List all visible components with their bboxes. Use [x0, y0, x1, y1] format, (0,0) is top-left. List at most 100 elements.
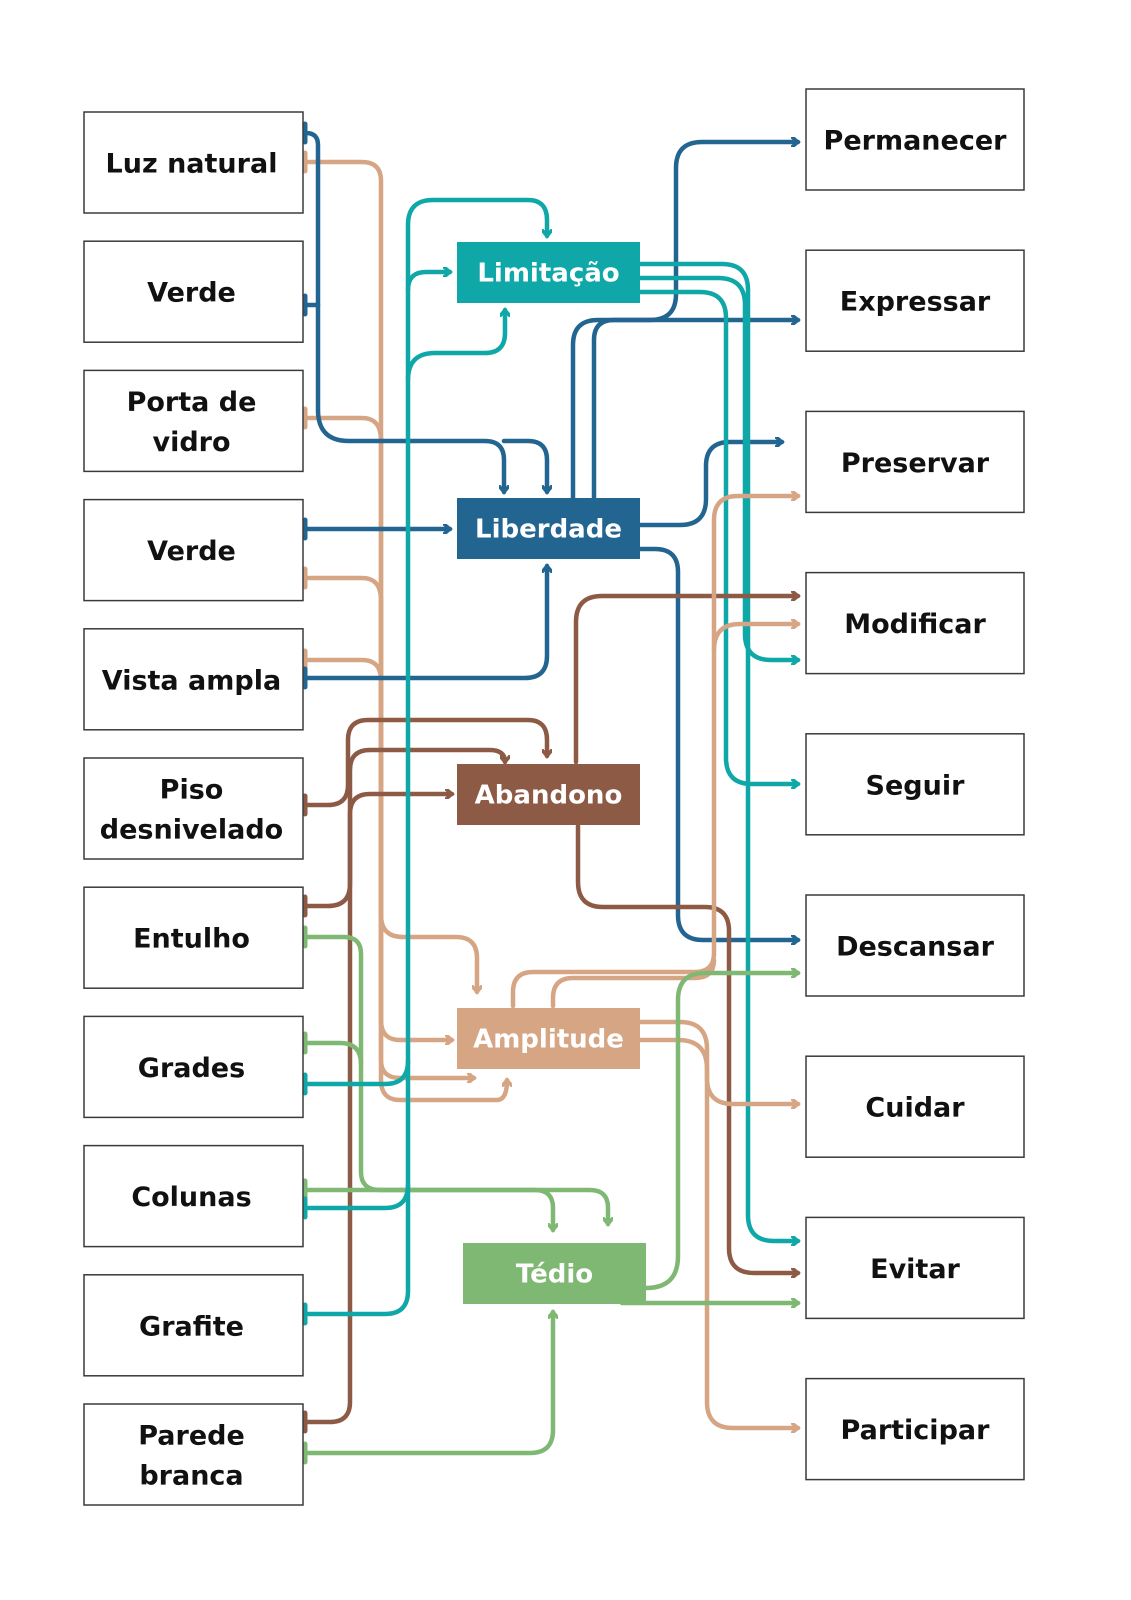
link-parede-branca-to-tedio — [303, 1312, 553, 1456]
source-node-luz-natural: Luz natural — [83, 111, 304, 214]
source-node-colunas: Colunas — [83, 1144, 304, 1248]
target-node-expressar: Expressar — [805, 249, 1025, 352]
source-node-verde-2: Verde — [83, 498, 304, 602]
target-label: Descansar — [836, 932, 995, 963]
source-node-vista-ampla: Vista ampla — [83, 628, 304, 731]
category-node-liberdade: Liberdade — [457, 498, 640, 559]
link-tedio-to-descansar — [643, 973, 798, 1291]
target-node-modificar: Modificar — [805, 571, 1025, 675]
target-box — [805, 894, 1025, 997]
target-node-seguir: Seguir — [805, 733, 1025, 836]
target-label: Preservar — [841, 448, 990, 479]
target-label: Cuidar — [865, 1093, 965, 1124]
source-label: branca — [139, 1461, 243, 1492]
target-box — [805, 249, 1025, 352]
target-node-evitar: Evitar — [805, 1216, 1025, 1320]
source-label: Colunas — [131, 1182, 251, 1213]
source-node-entulho: Entulho — [83, 886, 304, 989]
link-limitacao-to-modificar — [637, 275, 798, 660]
link-liberdade-to-descansar — [637, 546, 798, 940]
source-box — [83, 1274, 304, 1377]
category-label: Liberdade — [475, 515, 622, 545]
target-label: Expressar — [840, 287, 991, 318]
category-node-amplitude: Amplitude — [457, 1008, 640, 1069]
category-box — [457, 498, 640, 559]
target-box — [805, 733, 1025, 836]
link-liberdade-to-expressar — [591, 320, 798, 501]
target-box — [805, 410, 1025, 514]
source-label: Luz natural — [106, 149, 278, 180]
category-node-abandono: Abandono — [457, 764, 640, 825]
target-node-cuidar: Cuidar — [805, 1055, 1025, 1158]
target-label: Modificar — [844, 609, 986, 640]
link-amplitude-to-modificar — [550, 624, 798, 1009]
target-column: PermanecerExpressarPreservarModificarSeg… — [805, 88, 1025, 1481]
target-box — [805, 88, 1025, 191]
category-node-limitacao: Limitação — [457, 242, 640, 303]
target-label: Permanecer — [824, 126, 1008, 157]
source-node-grades: Grades — [83, 1015, 304, 1119]
link-limitacao-to-seguir — [637, 289, 798, 784]
link-luz-natural-to-amplitude — [303, 159, 507, 1103]
link-abandono-to-modificar — [573, 596, 798, 765]
source-box — [83, 1144, 304, 1248]
target-box — [805, 1055, 1025, 1158]
link-vista-ampla-to-amplitude — [303, 657, 477, 992]
link-grades-to-limitacao — [303, 272, 450, 1087]
source-box — [83, 240, 304, 343]
category-node-tedio: Tédio — [463, 1243, 646, 1304]
link-piso-desnivelado-to-abandono — [303, 717, 547, 808]
source-label: Verde — [147, 278, 236, 309]
link-amplitude-to-cuidar — [637, 1019, 798, 1104]
target-node-preservar: Preservar — [805, 410, 1025, 514]
source-box — [83, 1403, 304, 1506]
link-limitacao-to-evitar — [637, 261, 798, 1241]
category-box — [457, 1008, 640, 1069]
source-box — [83, 628, 304, 731]
link-abandono-to-evitar — [575, 823, 798, 1273]
source-box — [83, 886, 304, 989]
link-liberdade-to-preservar — [637, 442, 782, 528]
link-grades-to-tedio — [303, 1040, 364, 1067]
source-node-verde-1: Verde — [83, 240, 304, 343]
source-box — [83, 498, 304, 602]
target-node-permanecer: Permanecer — [805, 88, 1025, 191]
link-grafite-to-limitacao — [303, 197, 547, 1317]
link-amplitude-to-participar — [637, 1037, 798, 1428]
source-label: Parede — [138, 1421, 245, 1452]
source-label: Grafite — [139, 1311, 244, 1342]
target-label: Participar — [841, 1415, 991, 1446]
source-box — [83, 757, 304, 860]
connector-layer — [302, 121, 798, 1465]
source-box — [83, 369, 304, 473]
category-box — [457, 764, 640, 825]
category-box — [457, 242, 640, 303]
link-entulho-to-tedio — [303, 934, 553, 1230]
target-label: Seguir — [866, 770, 966, 801]
source-label: Piso — [160, 775, 224, 806]
category-label: Abandono — [475, 781, 623, 811]
source-label: Vista ampla — [102, 665, 281, 696]
link-verde-1-to-liberdade — [303, 302, 547, 492]
source-label: Entulho — [133, 924, 250, 955]
category-label: Tédio — [516, 1260, 593, 1290]
category-label: Amplitude — [473, 1025, 624, 1055]
source-label: vidro — [152, 427, 230, 458]
source-label: Verde — [147, 536, 236, 567]
target-box — [805, 571, 1025, 675]
source-label: Grades — [138, 1053, 245, 1084]
link-parede-branca-to-abandono — [303, 794, 452, 1425]
link-colunas-to-tedio — [303, 1187, 608, 1224]
link-luz-natural-to-liberdade — [303, 130, 504, 492]
category-box — [463, 1243, 646, 1304]
source-node-grafite: Grafite — [83, 1274, 304, 1377]
source-box — [83, 1015, 304, 1119]
category-label: Limitação — [477, 259, 619, 289]
link-liberdade-to-permanecer — [570, 142, 798, 501]
target-box — [805, 1377, 1025, 1481]
